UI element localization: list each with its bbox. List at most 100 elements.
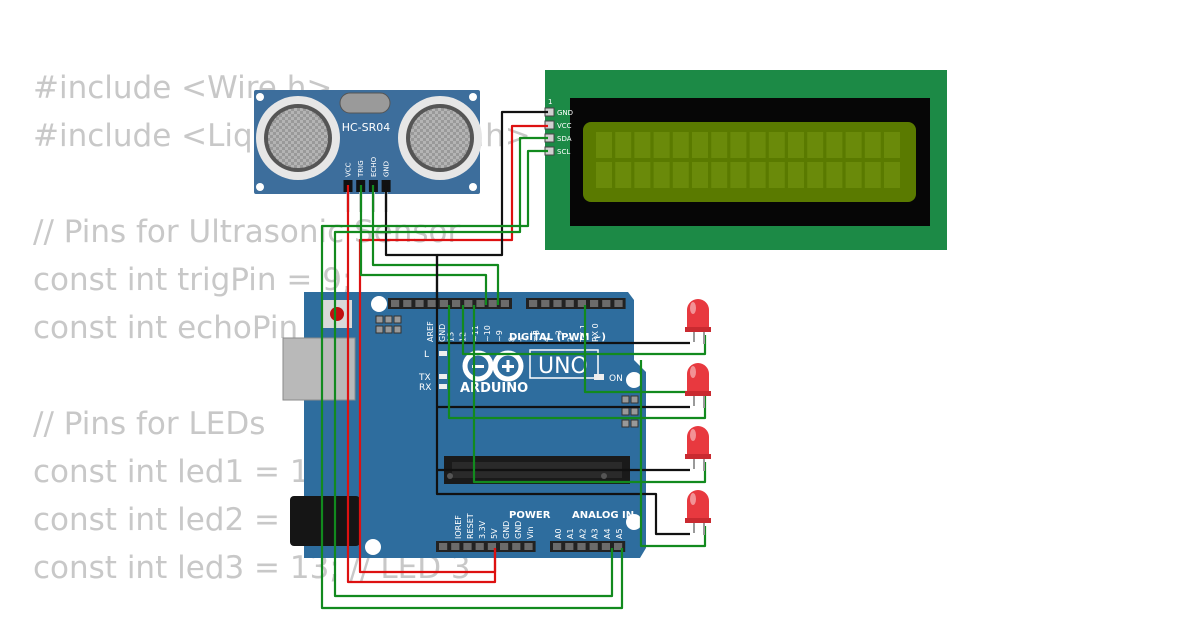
icsp-pin <box>393 325 402 334</box>
header-pin <box>565 543 574 550</box>
wire-pin13-led2 <box>447 305 707 420</box>
code-line: #include <Wire.h> <box>33 70 333 106</box>
header-body <box>526 298 626 309</box>
digital-pin-label: GND <box>438 324 447 342</box>
header-pin <box>524 543 533 550</box>
header-pin <box>577 300 586 307</box>
led-body <box>687 299 709 330</box>
header-pin <box>487 543 496 550</box>
lcd-cell <box>730 162 747 188</box>
icsp-pin <box>630 395 639 404</box>
lcd-pin-label: GND <box>557 109 573 117</box>
lcd-cell <box>596 162 612 188</box>
transducer-right <box>398 96 482 180</box>
lcd-cell <box>672 162 689 188</box>
header-pin <box>602 300 611 307</box>
digital-pin-label: 7 <box>520 337 529 342</box>
header-pin <box>577 543 586 550</box>
power-pin-label: GND <box>514 521 523 539</box>
lcd-cell <box>788 132 804 158</box>
lcd-cell <box>711 132 728 158</box>
led-highlight <box>690 366 696 378</box>
header-pin <box>529 300 538 307</box>
analog-pin-label: A2 <box>578 528 587 539</box>
on-led <box>594 374 604 380</box>
header-pin <box>614 300 623 307</box>
led-body <box>687 490 709 521</box>
led-rim <box>685 518 711 523</box>
led-label-rx: RX <box>419 383 431 393</box>
sensor-pin-label: TRIG <box>357 160 365 178</box>
header-pin <box>475 543 484 550</box>
digital-pin-label: ~10 <box>483 325 492 342</box>
on-label: ON <box>609 374 623 384</box>
power-header <box>436 541 536 552</box>
digital-pin-label: ~6 <box>532 330 541 342</box>
lcd-cell <box>807 162 824 188</box>
header-pin <box>590 300 599 307</box>
digital-pin-label: TX 1 <box>579 324 588 343</box>
power-jack <box>290 496 360 546</box>
wire-pin11-led3 <box>472 305 707 484</box>
wire-led4-anode <box>639 360 707 548</box>
wire-lcd-gnd <box>437 110 548 257</box>
header-body <box>436 541 536 552</box>
icsp-pin <box>384 315 393 324</box>
digital-pin-label: ~3 <box>554 330 563 342</box>
led-highlight <box>690 429 696 441</box>
chip-notch <box>447 473 453 479</box>
lcd-cell <box>864 132 881 158</box>
wire-lcd-scl-a5 <box>320 149 624 610</box>
header-body <box>550 541 626 552</box>
led-group <box>685 299 711 535</box>
code-line: // Pins for LEDs <box>33 406 266 442</box>
lcd-cell <box>826 132 843 158</box>
lcd-cell <box>749 132 766 158</box>
icsp-pin <box>621 395 630 404</box>
header-pin <box>553 543 562 550</box>
lcd-cell <box>788 162 804 188</box>
analog-pin-label: A5 <box>615 528 624 539</box>
power-pin-label: 3.3V <box>478 520 487 539</box>
icsp-pin <box>621 407 630 416</box>
header-pin <box>439 543 448 550</box>
lcd-cell <box>845 132 862 158</box>
arduino-mount-hole <box>365 539 381 555</box>
header-pin <box>512 543 521 550</box>
sensor-mount-hole <box>256 93 264 101</box>
power-label: POWER <box>509 510 551 521</box>
power-pin-label: GND <box>502 521 511 539</box>
arduino-mount-hole <box>626 514 642 530</box>
lcd-pin-label: VCC <box>557 122 572 130</box>
lcd-cell <box>768 162 785 188</box>
reset-button[interactable] <box>330 307 344 321</box>
led-highlight <box>690 302 696 314</box>
icsp-pin <box>630 419 639 428</box>
icsp-pin <box>621 419 630 428</box>
sensor-pin-label: ECHO <box>370 156 378 177</box>
lcd-cell <box>596 132 612 158</box>
header-pin <box>452 300 461 307</box>
digital-header <box>388 298 626 309</box>
digital-label: DIGITAL (PWM ~) <box>509 332 606 343</box>
led-rim <box>685 391 711 396</box>
sensor-pin-label: GND <box>383 161 391 177</box>
led-label-tx: TX <box>418 373 431 383</box>
wire-trig-pin9 <box>359 185 488 305</box>
rx-led <box>439 384 447 389</box>
digital-pin-label: AREF <box>426 321 435 342</box>
sensor-mount-hole <box>256 183 264 191</box>
chip-notch <box>601 473 607 479</box>
lcd-cell <box>711 162 728 188</box>
sensor-mount-hole <box>469 183 477 191</box>
l-led <box>439 351 447 356</box>
code-line: const int trigPin = 9; <box>33 262 353 298</box>
analog-pin-label: A0 <box>554 528 563 539</box>
digital-pin-label: 4 <box>542 337 551 342</box>
usb-connector <box>282 337 356 401</box>
